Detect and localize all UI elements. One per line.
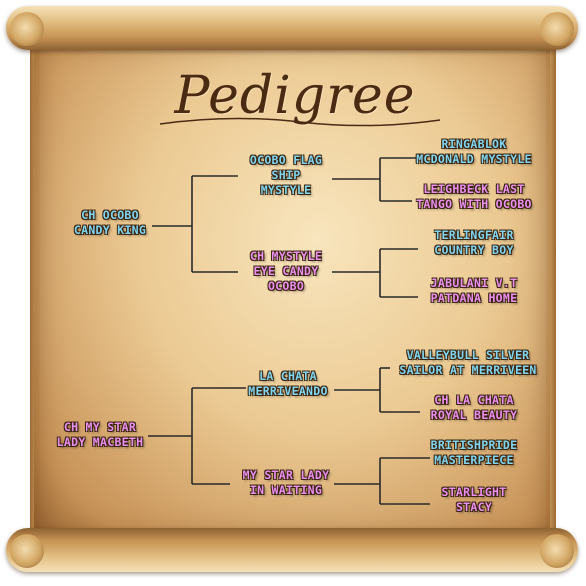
scroll-roll-end-icon: [540, 12, 574, 46]
dog-2-dam-sire-name: BRITISHPRIDE MASTERPIECE: [430, 438, 518, 467]
dog-2-name: CH MY STAR LADY MACBETH: [56, 420, 144, 449]
dog-1-dam-dam-name: JABULANI V.T PATDANA HOME: [430, 276, 518, 305]
dog-2-dam-name: MY STAR LADY IN WAITING: [242, 468, 330, 497]
scroll-roll-bottom: [6, 528, 578, 572]
scroll-roll-top: [6, 6, 578, 50]
scroll-edge-right: [546, 40, 556, 540]
dog-2-sire-sire-name: VALLEYBULL SILVER SAILOR AT MERRIVEEN: [399, 348, 537, 377]
page-title: Pedigree: [174, 66, 416, 126]
scroll-roll-end-icon: [540, 534, 574, 568]
dog-1-dam-name: CH MYSTYLE EYE CANDY OCOBO: [249, 249, 323, 293]
dog-2-sire-dam-name: CH LA CHATA ROYAL BEAUTY: [430, 393, 518, 422]
flourish-icon: [159, 117, 441, 127]
parchment: [34, 40, 550, 540]
dog-2-sire-name: LA CHATA MERRIVEANDO: [248, 369, 328, 398]
dog-2-dam-dam-name: STARLIGHT STACY: [441, 485, 507, 514]
scroll-roll-end-icon: [10, 534, 44, 568]
dog-1-sire-name: OCOBO FLAG SHIP MYSTYLE: [249, 153, 323, 197]
dog-1-sire-sire-name: RINGABLOK MCDONALD MYSTYLE: [416, 137, 532, 166]
dog-1-dam-sire-name: TERLINGFAIR COUNTRY BOY: [434, 228, 514, 257]
dog-1-sire-dam-name: LEIGHBECK LAST TANGO WITH OCOBO: [416, 182, 532, 211]
dog-1-name: CH OCOBO CANDY KING: [73, 208, 147, 237]
scroll-roll-end-icon: [10, 12, 44, 46]
